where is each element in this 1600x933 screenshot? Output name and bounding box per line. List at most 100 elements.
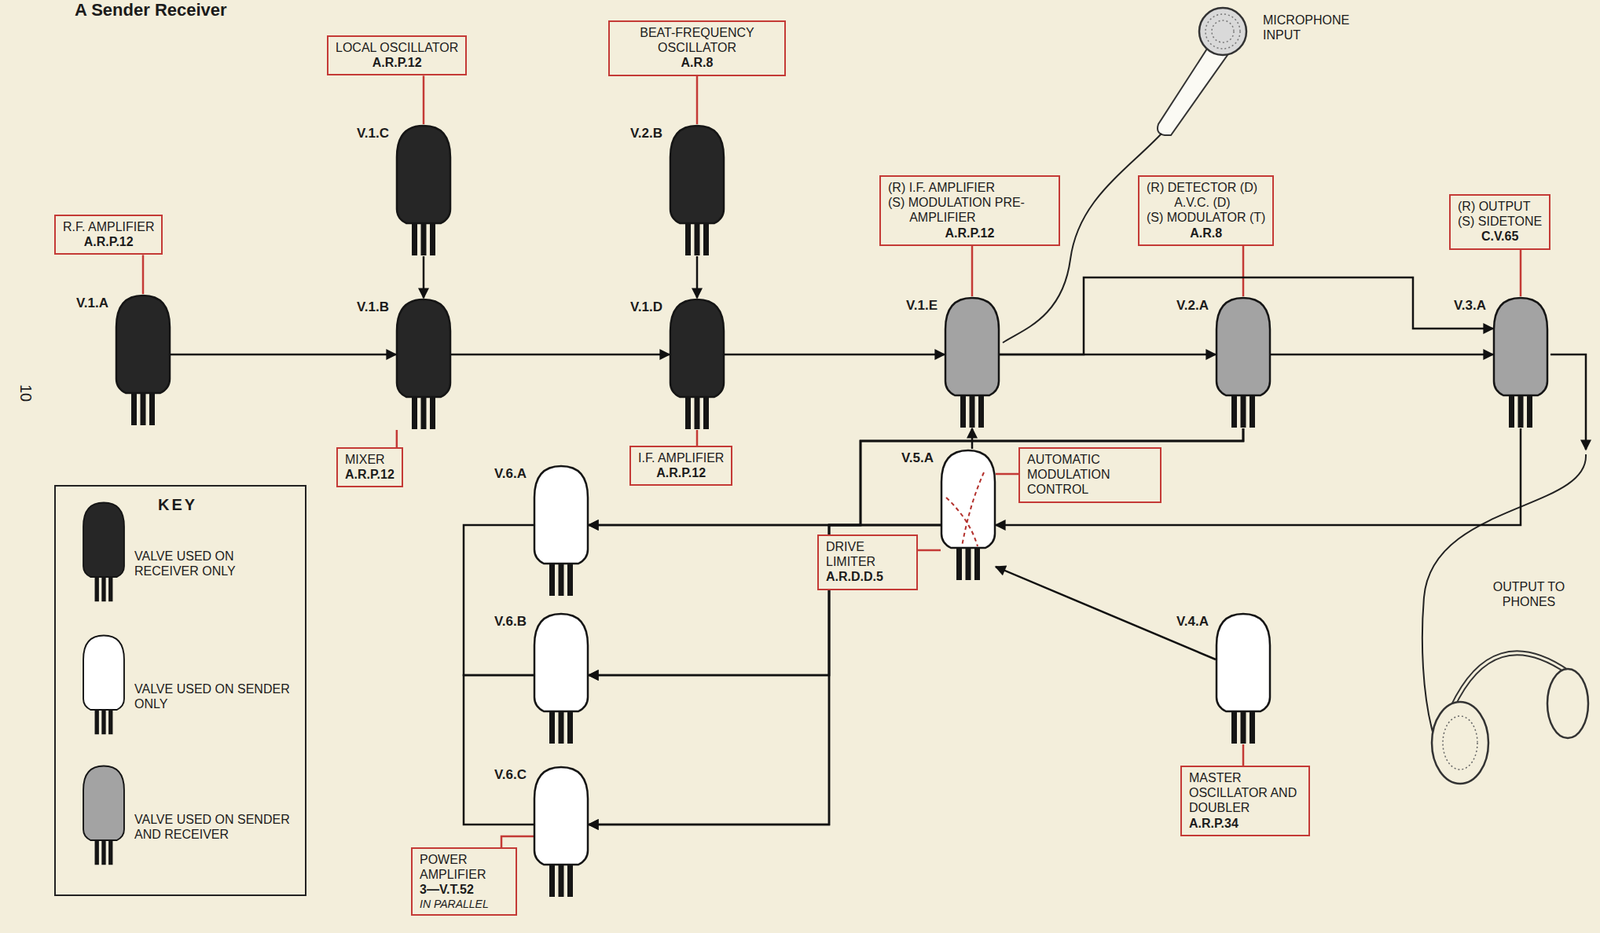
- valve-section: [946, 497, 978, 547]
- valve-pin: [567, 711, 573, 744]
- valve: V.3.A: [1490, 296, 1551, 429]
- valve-envelope: [83, 502, 125, 577]
- valve-pin: [558, 864, 565, 897]
- valve-shape: [393, 297, 454, 430]
- valve-envelope: [83, 635, 125, 710]
- legend-heading: KEY: [157, 495, 198, 514]
- valve-pin: [703, 396, 709, 430]
- label-box: I.F. AMPLIFIERA.R.P.12: [629, 445, 733, 486]
- legend-text: VALVE USED ON SENDER ONLY: [134, 681, 292, 712]
- valve-pin: [1231, 711, 1237, 744]
- label-box: R.F. AMPLIFIERA.R.P.12: [54, 214, 163, 255]
- valve-pin: [974, 547, 980, 580]
- valve-pin: [1231, 395, 1237, 428]
- valve-pin: [960, 395, 966, 428]
- valve-pin: [95, 576, 100, 602]
- label-box: MASTER OSCILLATOR AND DOUBLERA.R.P.34: [1180, 765, 1311, 837]
- signal-line: [588, 428, 1244, 525]
- leader-line: [396, 429, 399, 448]
- valve-envelope: [534, 766, 588, 865]
- signal-line: [463, 675, 534, 825]
- box-text: A.R.P.12: [638, 465, 724, 481]
- valve-pin: [429, 223, 436, 256]
- legend-row: VALVE USED ON SENDER ONLY: [55, 634, 305, 745]
- valve-pin: [1240, 711, 1247, 744]
- valve: V.5.A: [938, 448, 999, 581]
- valve-envelope: [1216, 297, 1270, 396]
- label-box: DRIVE LIMITERA.R.D.D.5: [817, 534, 918, 591]
- signal-line: [588, 428, 1244, 676]
- valve-pin: [549, 711, 555, 744]
- valve-pin: [1508, 395, 1515, 428]
- box-text: A.R.P.12: [888, 225, 1052, 241]
- valve-envelope: [945, 297, 999, 396]
- leader-line: [917, 549, 941, 552]
- leader-line: [1242, 245, 1245, 297]
- valve-shape: [667, 297, 727, 430]
- legend-valve: [80, 634, 127, 735]
- box-text: A.V.C. (D): [1146, 194, 1266, 210]
- valve-label: V.6.A: [494, 466, 527, 482]
- valve: V.1.D: [667, 297, 727, 430]
- valve-pin: [558, 711, 565, 744]
- valve-shape: [667, 124, 727, 257]
- valve: V.1.A: [113, 293, 173, 426]
- box-text: C.V.65: [1457, 228, 1542, 244]
- box-text: IN PARALLEL: [419, 897, 509, 911]
- valve-label: V.1.B: [356, 299, 389, 316]
- valve-pin: [95, 709, 100, 734]
- valve-envelope: [534, 613, 588, 712]
- valve: V.1.B: [393, 297, 454, 430]
- valve-shape: [393, 124, 454, 257]
- signal-line: [451, 353, 670, 356]
- box-text: MIXER: [344, 451, 395, 467]
- valve-pin: [1249, 395, 1256, 428]
- signal-line: [588, 428, 1244, 825]
- leader-line: [142, 254, 145, 294]
- legend-row: VALVE USED ON SENDER AND RECEIVER: [55, 764, 305, 875]
- valve: V.6.C: [531, 765, 591, 898]
- valve-envelope: [396, 125, 451, 224]
- callout-label: OUTPUT TO PHONES: [1479, 579, 1578, 610]
- legend-text: VALVE USED ON RECEIVER ONLY: [134, 548, 292, 579]
- valve-pin: [969, 395, 976, 428]
- box-text: A.R.8: [616, 55, 778, 70]
- valve-pin: [558, 563, 565, 596]
- box-text: A.R.P.34: [1188, 815, 1302, 831]
- valve-shape: [942, 296, 1002, 429]
- box-text: DRIVE LIMITER: [825, 539, 910, 569]
- legend-swatch: [80, 501, 127, 602]
- label-box: BEAT-FREQUENCY OSCILLATORA.R.8: [608, 20, 786, 77]
- signal-line: [696, 256, 699, 298]
- box-text: A.R.P.12: [62, 234, 155, 250]
- valve-envelope: [670, 299, 724, 397]
- valve-pin: [685, 396, 691, 430]
- valve: V.6.A: [531, 464, 591, 597]
- label-box: MIXERA.R.P.12: [336, 447, 404, 488]
- valve-label: V.1.A: [76, 295, 109, 312]
- box-text: (S) MODULATOR (T): [1146, 209, 1266, 225]
- valve-shape: [113, 293, 173, 426]
- valve-envelope: [83, 766, 125, 841]
- valve-shape: [531, 612, 591, 745]
- box-text: (R) I.F. AMPLIFIER: [888, 179, 1052, 195]
- valve-envelope: [116, 295, 170, 393]
- leader-line: [1242, 744, 1245, 766]
- valve-envelope: [941, 450, 995, 548]
- box-text: (R) OUTPUT: [1457, 198, 1542, 214]
- valve-pin: [131, 392, 137, 426]
- valve-label: V.2.A: [1176, 297, 1209, 314]
- valve-pin: [703, 223, 709, 256]
- legend-row: VALVE USED ON RECEIVER ONLY: [55, 501, 305, 612]
- valve: V.1.E: [942, 296, 1002, 429]
- signal-line: [463, 524, 534, 676]
- valve-envelope: [534, 466, 588, 564]
- valve-pin: [411, 223, 418, 256]
- valve-pin: [1518, 395, 1524, 428]
- valve: V.2.B: [667, 124, 727, 257]
- valve: V.4.A: [1213, 612, 1274, 745]
- label-box: POWER AMPLIFIER3—V.T.52IN PARALLEL: [411, 847, 518, 916]
- box-text: A.R.P.12: [335, 55, 459, 70]
- valve-pin: [685, 223, 691, 256]
